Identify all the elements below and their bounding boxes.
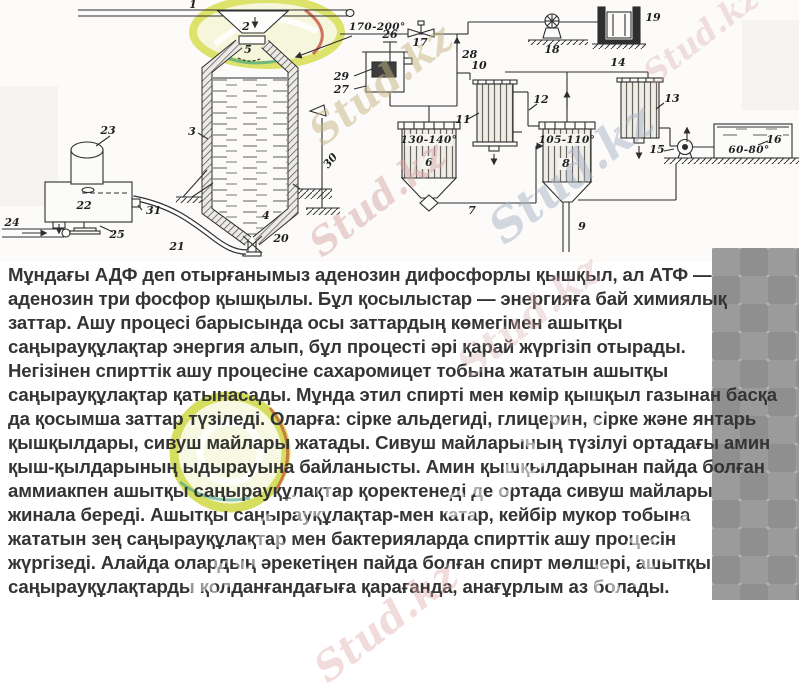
diagram-label-18: 18 (544, 43, 560, 56)
level-gauge-pole (306, 104, 340, 215)
collector-tank-16 (664, 123, 799, 164)
drain-tube (2, 228, 71, 238)
diagram-label-17: 17 (412, 36, 428, 49)
scan-artifact (742, 20, 799, 110)
diagram-label-14: 14 (610, 56, 625, 69)
temperature-label-collector: 60-80° (728, 144, 769, 156)
article-line: да қосымша заттар түзіледі. Оларға: сірк… (8, 408, 757, 429)
diagram-label-20: 20 (272, 232, 289, 245)
page-edge-pattern (712, 248, 799, 600)
temperature-label-tank2: 105-110° (539, 134, 596, 146)
cooker-tank-6 (397, 121, 544, 212)
diagram-label-10: 10 (471, 59, 487, 72)
diagram-label-23: 23 (99, 124, 116, 137)
article-line: Мұндағы АДФ деп отырғанымыз аденозин диф… (8, 264, 712, 285)
heat-exchanger-11 (457, 72, 539, 166)
diagram-label-26: 26 (381, 28, 398, 41)
article-line: жинала береді. Ашытқы саңырауқұлақтар-ме… (8, 504, 691, 525)
article-line: аденозин три фосфор қышқылы. Бұл қосылыс… (8, 288, 727, 309)
diagram-label-1: 1 (189, 0, 197, 11)
diagram-label-24: 24 (3, 216, 19, 229)
diagram-label-11: 11 (455, 113, 470, 126)
diagram-label-4: 4 (262, 209, 270, 222)
diagram-label-12: 12 (533, 93, 549, 106)
article-line: саңырауқұлақтар энергия алып, бұл процес… (8, 336, 686, 357)
article-line: жататын зең саңырауқұлақтар мен бактерия… (8, 528, 676, 549)
transfer-pipe (132, 195, 247, 255)
diagram-label-13: 13 (664, 92, 680, 105)
article-line: саңырауқұлақтар қатынасады. Мұнда этил с… (8, 384, 777, 405)
diagram-label-2: 2 (241, 20, 250, 33)
diagram-label-15: 15 (649, 143, 664, 156)
article-line: қышқылдары, сивуш майлары жатады. Сивуш … (8, 432, 771, 453)
article-line: Негізінен спирттік ашу процесіне сахаром… (8, 360, 669, 381)
article-line: заттар. Ашу процесі барысында осы заттар… (8, 312, 623, 333)
temperature-label-tank1: 130-140° (401, 134, 458, 146)
cooker-tank-8 (505, 71, 677, 252)
article-line: аммиакпен ашытқы саңырауқұлақтар қоректе… (8, 480, 713, 501)
dosing-apparatus (353, 41, 457, 122)
vessel-19 (592, 6, 646, 49)
diagram-label-5: 5 (244, 43, 252, 56)
diagram-label-29: 29 (333, 70, 350, 83)
diagram-label-19: 19 (645, 11, 661, 24)
diagram-label-16: 16 (766, 133, 782, 146)
diagram-label-30: 30 (320, 150, 340, 170)
prep-unit (44, 135, 143, 235)
diagram-label-22: 22 (75, 199, 92, 212)
article-line: жүргізеді. Алайда олардың әрекетіңен пай… (8, 552, 711, 573)
process-diagram: 1 2 3 4 5 6 7 8 9 10 11 12 13 14 15 16 1… (2, 0, 799, 257)
outlet-valve (242, 235, 263, 254)
diagram-label-8: 8 (562, 157, 570, 170)
diagram-label-6: 6 (425, 156, 433, 169)
diagram-label-31: 31 (146, 204, 161, 217)
diagram-label-25: 25 (108, 228, 124, 241)
article-text: Мұндағы АДФ деп отырғанымыз аденозин диф… (8, 263, 777, 599)
article-line: саңырауқұлақтарды қолданғандағыға қараға… (8, 576, 670, 597)
heat-exchanger-13 (616, 77, 677, 160)
diagram-label-3: 3 (188, 125, 196, 138)
diagram-label-21: 21 (168, 240, 184, 253)
diagram-label-27: 27 (333, 83, 350, 96)
scan-background (0, 0, 799, 262)
diagram-label-9: 9 (578, 220, 586, 233)
diagram-label-28: 28 (461, 48, 478, 61)
feed-pipe (78, 8, 355, 45)
diagram-label-7: 7 (468, 204, 476, 217)
pump-15 (663, 126, 714, 159)
temperature-label-feed: 170-200° (349, 21, 406, 33)
hand-valve-18 (528, 13, 588, 45)
article-line: қыш-қылдарының ыдырауына байланысты. Ами… (8, 456, 765, 477)
leader-line (197, 132, 209, 140)
